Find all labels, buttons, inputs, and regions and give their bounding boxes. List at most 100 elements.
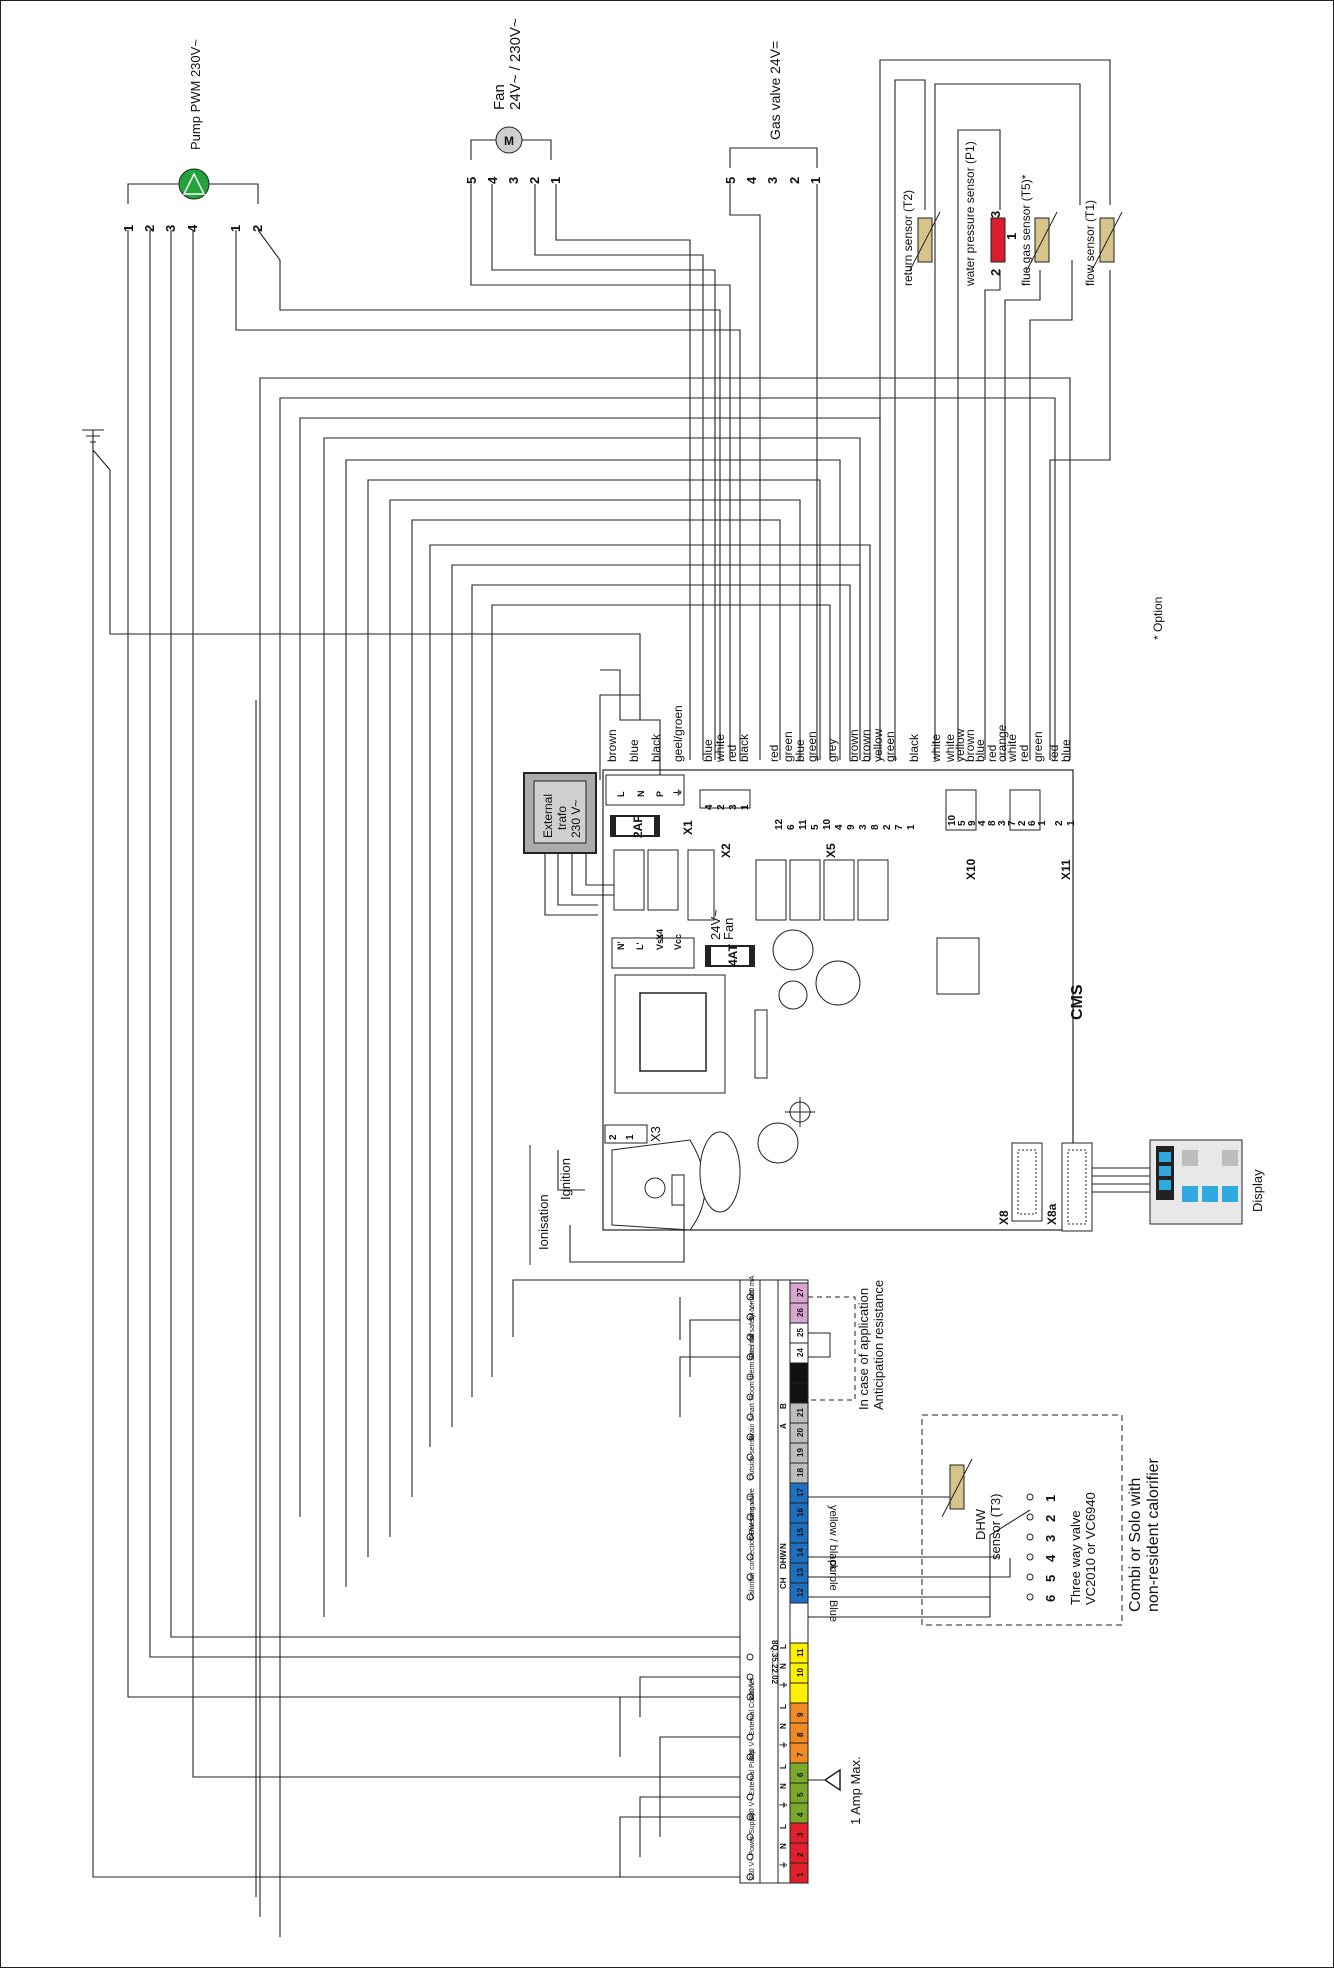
terminal-group-title: 230 V~ [749, 1678, 756, 1700]
terminal-group-title: 230 V~ Power Supply [749, 1812, 756, 1880]
fan-pin: 2 [527, 177, 542, 184]
ignition-label: Ignition [558, 1158, 573, 1200]
x5-pin: 3 [858, 824, 869, 830]
terminal-number: 11 [796, 1648, 805, 1657]
terminal-number: 12 [796, 1588, 805, 1597]
cms-board: External trafo 230 V~ L N P ⏚ X1 2AF X2 … [523, 769, 1150, 1265]
fan-pin: 4 [485, 176, 500, 184]
terminal-number: 3 [796, 1832, 805, 1837]
x10-pin: 4 [977, 820, 988, 826]
wire-color: brown [963, 729, 977, 762]
anticipation-label: Anticipation resistance [871, 1280, 886, 1410]
connector-pins: 4 2 3 1 12 6 11 5 10 4 9 3 8 2 7 1 10 5 … [704, 804, 1077, 830]
wire-color: green [805, 731, 819, 762]
trafo-label: trafo [555, 806, 569, 830]
wire-color: white [929, 734, 943, 763]
valve-pin: 3 [1043, 1535, 1058, 1542]
wire-color: yellow [953, 728, 967, 762]
x5-pin: 8 [870, 824, 881, 830]
x1-label: X1 [681, 820, 695, 835]
terminal-part-code: 8Q.35.22.02 [770, 1640, 779, 1685]
x11-pin: 1 [1066, 820, 1077, 826]
wire-color: geel/groen [671, 705, 685, 762]
trafo-label: External [541, 794, 555, 838]
pump-pin: 2 [142, 225, 157, 232]
x10-label: X10 [964, 858, 978, 880]
wire-color: blue [973, 739, 987, 762]
cms-label: CMS [1069, 984, 1086, 1020]
x4-pin-label: Vcc [673, 934, 683, 950]
terminal-pin-letter: A [779, 1423, 788, 1429]
wire-color: brown [847, 729, 861, 762]
trafo-label: 230 V~ [569, 800, 583, 838]
x10-pin: 3 [997, 820, 1008, 826]
x8-label: X8 [997, 1210, 1011, 1225]
x2-pin: 1 [740, 804, 751, 810]
x3-label: X3 [648, 1126, 663, 1142]
x2-pin: 3 [728, 804, 739, 810]
amp-max-label: 1 Amp Max. [848, 1756, 863, 1825]
terminal-number: 10 [796, 1668, 805, 1677]
valve-wire-label: purple [827, 1560, 839, 1591]
fan-pin: 5 [464, 177, 479, 184]
return-sensor-label: return sensor (T2) [901, 190, 915, 286]
x1-pin-label: L [616, 791, 626, 797]
combi-solo-label: non-resident calorifier [1145, 1457, 1162, 1612]
x10-pin: 2 [1017, 820, 1028, 826]
terminal-pin-letter: B [779, 1403, 788, 1409]
terminal-number: 25 [796, 1328, 805, 1337]
x2-wire-colors: blue white red black [701, 733, 751, 763]
fan-motor-symbol: M [470, 126, 552, 160]
wire-color: black [737, 733, 751, 762]
flue-gas-sensor [1026, 211, 1058, 271]
gas-valve-pin: 1 [808, 177, 823, 184]
x3-pin-label: 1 [625, 1134, 636, 1140]
x10-pin: 5 [957, 820, 968, 826]
terminal-number: 26 [796, 1308, 805, 1317]
flow-sensor-label: flow sensor (T1) [1083, 200, 1097, 286]
terminal-group-title: Room therm. On / Off [749, 1333, 756, 1400]
display-label: Display [1250, 1169, 1265, 1212]
terminal-group-title: 230 V~ External Controller [749, 1677, 756, 1760]
return-sensor [909, 211, 941, 271]
terminal-group-title: 24 V~ 100 mA [749, 1275, 756, 1320]
pressure-pin: 1 [1004, 233, 1019, 240]
pump-pin: 1 [228, 225, 243, 232]
terminal-number: 8 [796, 1732, 805, 1737]
x1-pin-label: N [636, 791, 646, 798]
fan-24v-label: 24V~ [708, 909, 723, 940]
wire-color: green [1031, 731, 1045, 762]
gas-valve-pin: 5 [723, 177, 738, 184]
pump-pin: 1 [121, 225, 136, 232]
wire-color: red [985, 745, 999, 762]
terminal-group-title: Calorifier connection Diverting valve [749, 1488, 756, 1600]
terminal-number: 14 [796, 1548, 805, 1557]
terminal-number: 19 [796, 1448, 805, 1457]
x10-pin: 8 [987, 820, 998, 826]
fuse-4at: 4AT [726, 944, 740, 966]
pressure-pin: 2 [988, 269, 1003, 276]
gas-valve-pin: 4 [744, 176, 759, 184]
pump-pins: 1 2 3 4 1 2 [121, 224, 265, 232]
x4-label: X4 [655, 929, 665, 940]
terminal-number: 13 [796, 1568, 805, 1577]
valve-pin: 5 [1043, 1575, 1058, 1582]
wire-color: green [781, 731, 795, 762]
terminal-number: 15 [796, 1528, 805, 1537]
terminal-group-title: Brain Smart [749, 1403, 756, 1440]
x5-wire-colors: red green blue green grey brown brown ye… [767, 728, 921, 762]
fan-voltage: 24V~ / 230V~ [507, 18, 524, 110]
terminal-number: 9 [796, 1712, 805, 1717]
valve-pin: 2 [1043, 1515, 1058, 1522]
wire-color: green [883, 731, 897, 762]
fan-pin: 3 [506, 177, 521, 184]
x10-pin: 9 [967, 820, 978, 826]
terminal-pin-letter: CH [779, 1577, 788, 1589]
ionisation-label: Ionisation [536, 1194, 551, 1250]
x5-pin: 7 [894, 824, 905, 830]
wire-color: yellow [871, 728, 885, 762]
pump-pin: 2 [250, 225, 265, 232]
x4-pin-label: N' [616, 941, 626, 950]
option-note: * Option [1151, 597, 1165, 640]
fan-title: Fan [491, 84, 508, 110]
